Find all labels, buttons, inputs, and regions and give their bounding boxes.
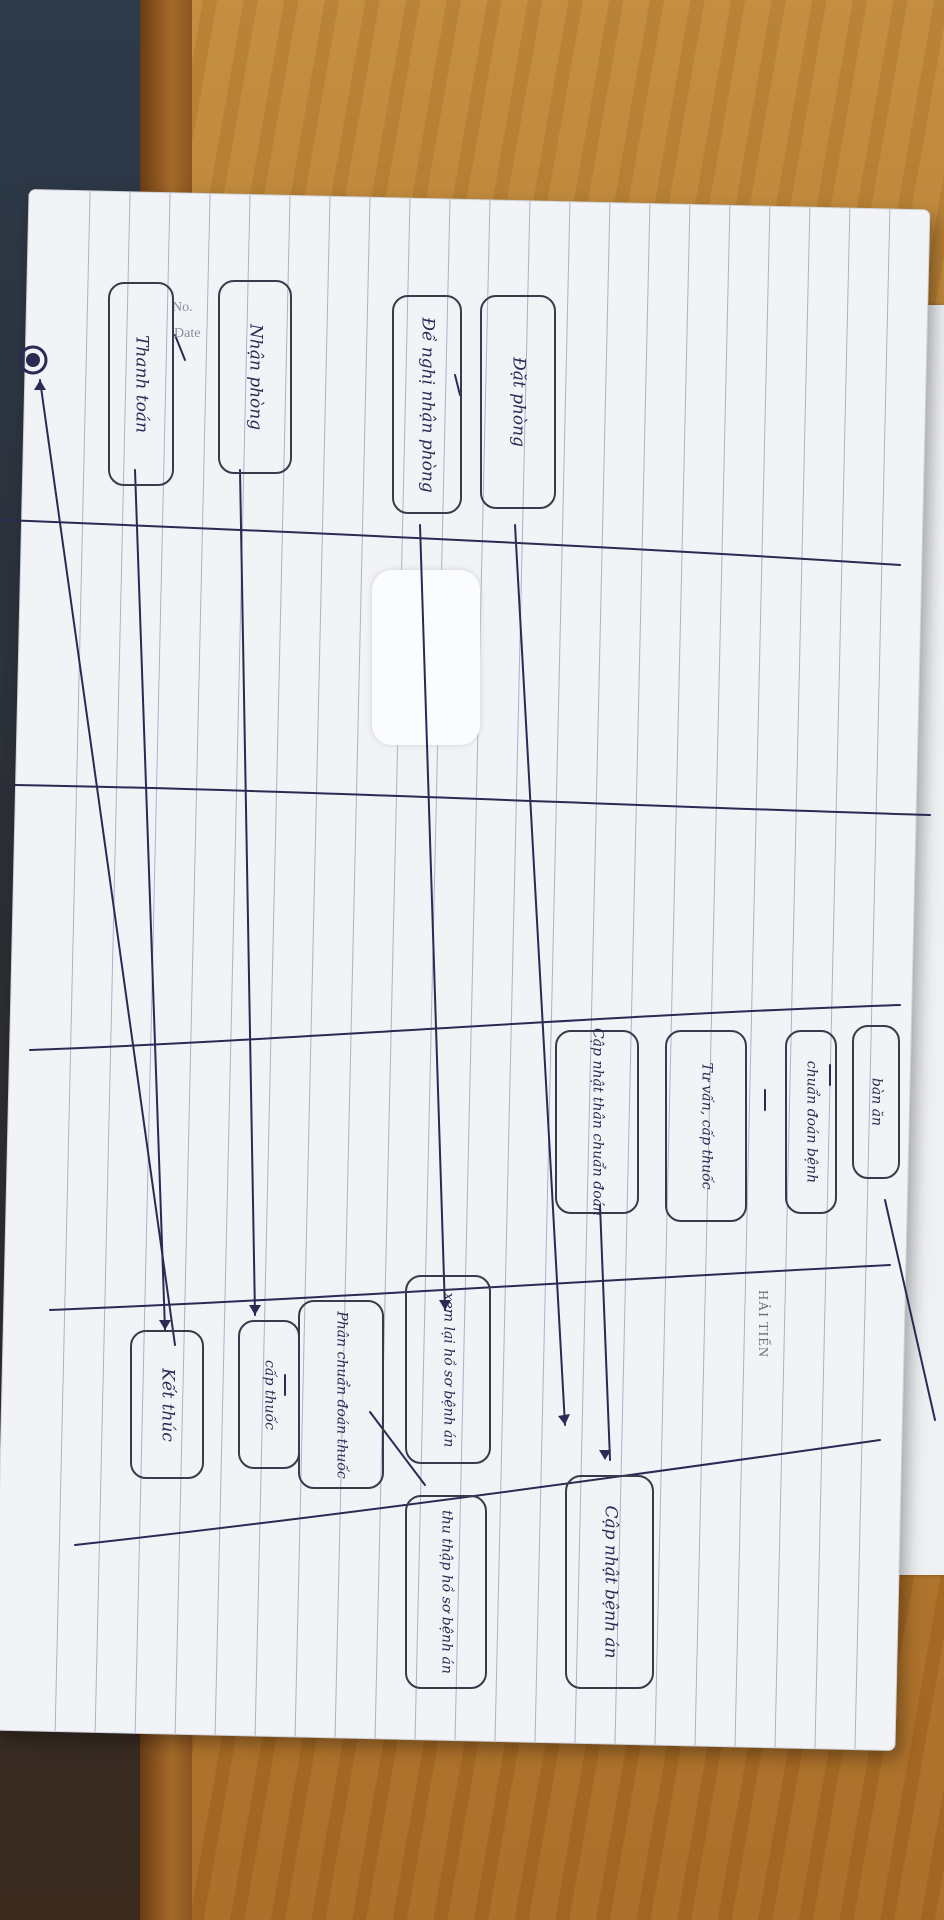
node-label: cấp thuốc: [261, 1359, 278, 1430]
node-label: chuẩn đoán bệnh: [803, 1060, 820, 1184]
rule-line: [294, 196, 331, 1737]
node-chuan-doan-benh: chuẩn đoán bệnh: [785, 1030, 837, 1214]
node-label: Kết thúc: [157, 1367, 178, 1442]
node-label: Cập nhật thân chuẩn đoán: [589, 1027, 606, 1217]
node-label: Tư vấn, cấp thuốc: [698, 1062, 715, 1190]
date-label: Date: [174, 326, 201, 341]
node-label: Đề nghị nhận phòng: [417, 316, 438, 493]
node-label: xem lại hồ sơ bệnh án: [440, 1292, 457, 1447]
rule-line: [174, 194, 211, 1734]
node-nhan-phong: Nhận phòng: [218, 280, 292, 474]
node-thu-thap-ho-so-benh-an: thu thập hồ sơ bệnh án: [405, 1495, 487, 1689]
node-label: Phân chuẩn đoán thuốc: [333, 1310, 350, 1479]
node-ket-thuc: Kết thúc: [130, 1330, 204, 1479]
rule-line: [694, 205, 731, 1746]
no-label: No.: [172, 300, 193, 315]
node-cap-thuoc: cấp thuốc: [238, 1320, 300, 1469]
rule-line: [654, 204, 691, 1745]
node-label: Cập nhật bệnh án: [599, 1505, 620, 1659]
node-label: Thanh toán: [131, 335, 152, 433]
node-label: bàn ăn: [868, 1077, 885, 1127]
node-label: Nhận phòng: [245, 323, 266, 431]
node-thanh-toan: Thanh toán: [108, 282, 174, 486]
node-label: thu thập hồ sơ bệnh án: [438, 1510, 455, 1674]
rule-line: [854, 209, 891, 1750]
node-cap-nhat-benh-an: Cập nhật bệnh án: [565, 1475, 654, 1689]
node-de-nghi-nhan-phong: Đề nghị nhận phòng: [392, 295, 462, 514]
rule-line: [54, 191, 91, 1731]
node-cap-nhat-than-chuan-doan: Cập nhật thân chuẩn đoán: [555, 1027, 639, 1217]
node-xem-lai-ho-so-benh-an: xem lại hồ sơ bệnh án: [405, 1275, 491, 1464]
node-ban-an: bàn ăn: [852, 1025, 900, 1179]
rule-line: [334, 197, 371, 1738]
rule-line: [734, 206, 771, 1747]
rule-line: [814, 208, 851, 1749]
rule-line: [774, 207, 811, 1748]
correction-fluid-mark: [372, 570, 480, 745]
node-dat-phong: Đặt phòng: [480, 295, 556, 509]
node-label: Đặt phòng: [508, 357, 529, 447]
node-phan-chuan-doan-thuoc: Phân chuẩn đoán thuốc: [298, 1300, 384, 1489]
notebook-brand: HẢI TIẾN: [755, 1290, 770, 1359]
node-tu-van-cap-thuoc: Tư vấn, cấp thuốc: [665, 1030, 747, 1222]
